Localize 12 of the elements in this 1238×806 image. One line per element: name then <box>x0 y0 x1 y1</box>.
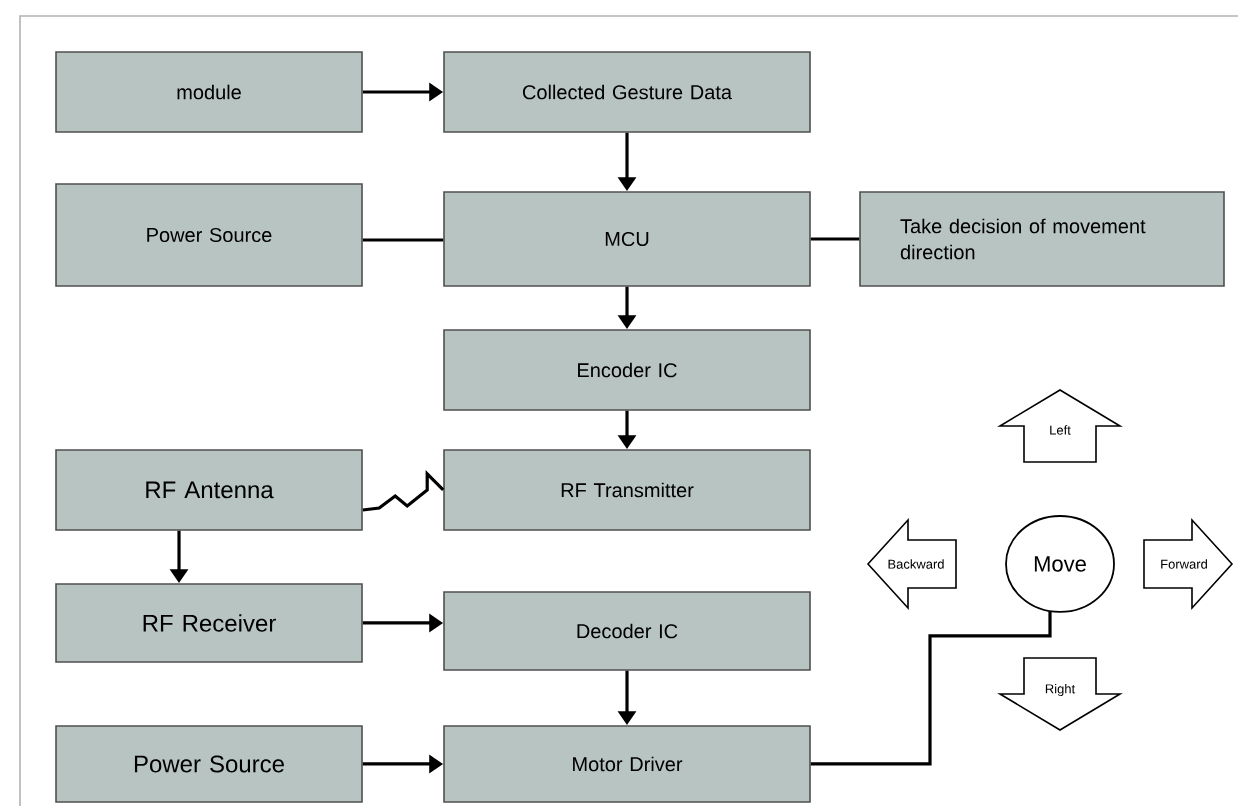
process-box: Power Source <box>55 725 363 803</box>
process-box: Take decision of movement direction <box>859 191 1225 287</box>
process-box: RF Antenna <box>55 449 363 531</box>
process-box: RF Transmitter <box>443 449 811 531</box>
process-box: Collected Gesture Data <box>443 51 811 133</box>
process-box: Decoder IC <box>443 591 811 671</box>
process-box: Power Source <box>55 183 363 287</box>
process-box: Encoder IC <box>443 329 811 411</box>
process-box: RF Receiver <box>55 583 363 663</box>
process-box: Motor Driver <box>443 725 811 803</box>
process-box: MCU <box>443 191 811 287</box>
process-box: module <box>55 51 363 133</box>
